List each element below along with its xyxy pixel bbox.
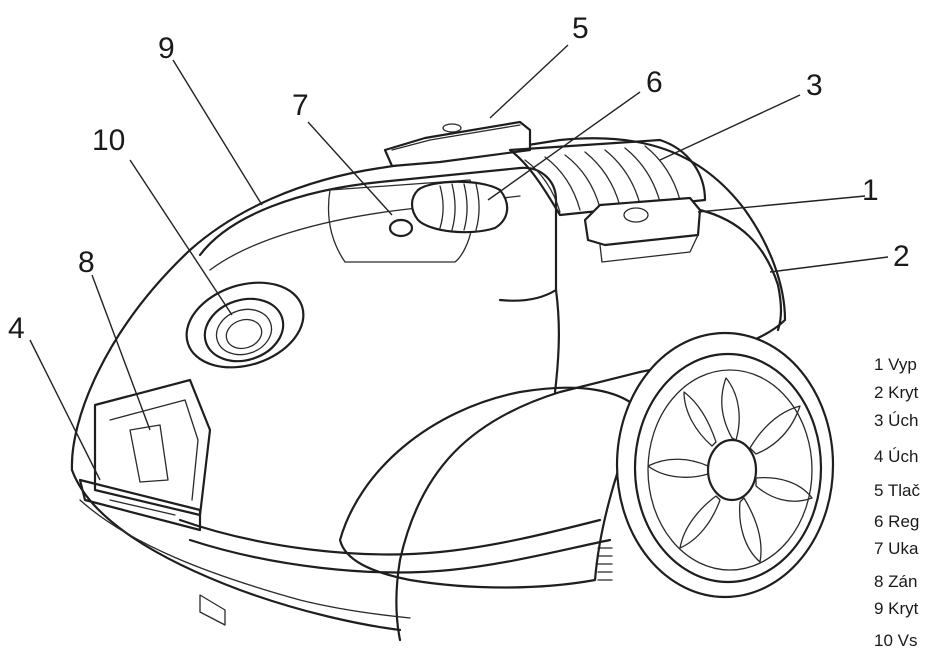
lid-inner-edge (209, 195, 521, 271)
leader-3 (659, 94, 801, 161)
callout-1: 1 (862, 174, 879, 207)
power-regulator (410, 180, 509, 234)
side-recess (338, 386, 642, 589)
leader-lines (29, 44, 889, 481)
legend-item-1: 1 Vyp (874, 355, 917, 374)
legend-item-3: 3 Úch (874, 411, 918, 430)
power-switch-dot (623, 207, 649, 223)
wheel-tire (615, 331, 835, 599)
cable-rewind-button (383, 120, 532, 168)
callout-4: 4 (8, 312, 25, 345)
parts-legend: 1 Vyp 2 Kryt 3 Úch 4 Úch 5 Tlač 6 Reg 7 … (874, 355, 920, 650)
body-skirt (70, 468, 402, 632)
leader-4 (29, 339, 101, 481)
leader-6 (487, 91, 641, 201)
front-handle (78, 378, 212, 532)
wheel-rim-inner (647, 369, 813, 571)
callout-5: 5 (572, 12, 589, 45)
leader-8 (91, 274, 151, 431)
leader-5 (489, 44, 569, 119)
vacuum-body (70, 120, 787, 642)
wheel-rim-outer (633, 352, 823, 584)
legend-item-10: 10 Vs (874, 631, 917, 646)
power-switch-base (599, 234, 699, 263)
callout-8: 8 (78, 246, 95, 279)
legend-item-5: 5 Tlač (874, 481, 920, 500)
legend-item-4: 4 Úch (874, 447, 918, 466)
callout-3: 3 (806, 69, 823, 102)
rear-wheel (615, 331, 835, 599)
bottom-vent (199, 594, 226, 626)
leader-9 (172, 59, 263, 206)
callout-7: 7 (292, 89, 309, 122)
cable-rewind-knob (442, 123, 462, 133)
power-regulator-ribs (439, 183, 480, 231)
cable-rewind-button-top (391, 124, 521, 151)
leader-2 (769, 256, 889, 273)
legend-item-2: 2 Kryt (874, 383, 919, 402)
side-grip-ridges (597, 547, 613, 581)
filter-indicator (388, 218, 414, 238)
rear-cover (698, 208, 783, 332)
legend-item-9: 9 Kryt (874, 599, 919, 618)
seam-band-lower (188, 538, 612, 574)
legend-item-7: 7 Uka (874, 539, 919, 558)
carry-handle-grille (508, 138, 707, 217)
legend-item-6: 6 Reg (874, 512, 919, 531)
leader-1 (697, 195, 866, 213)
callout-numbers: 1 2 3 4 5 6 7 8 9 10 (8, 12, 910, 345)
body-base-line (79, 499, 411, 619)
callout-10: 10 (92, 124, 125, 157)
callout-6: 6 (646, 66, 663, 99)
lid-front-edge (553, 288, 560, 394)
callout-2: 2 (893, 240, 910, 273)
hose-inlet (185, 281, 305, 369)
top-lid (198, 166, 558, 302)
callout-9: 9 (158, 32, 175, 65)
legend-item-8: 8 Zán (874, 572, 917, 591)
leader-10 (129, 159, 233, 316)
seam-band-upper (178, 518, 602, 556)
wheel-spokes (647, 377, 813, 563)
leader-7 (307, 121, 393, 216)
